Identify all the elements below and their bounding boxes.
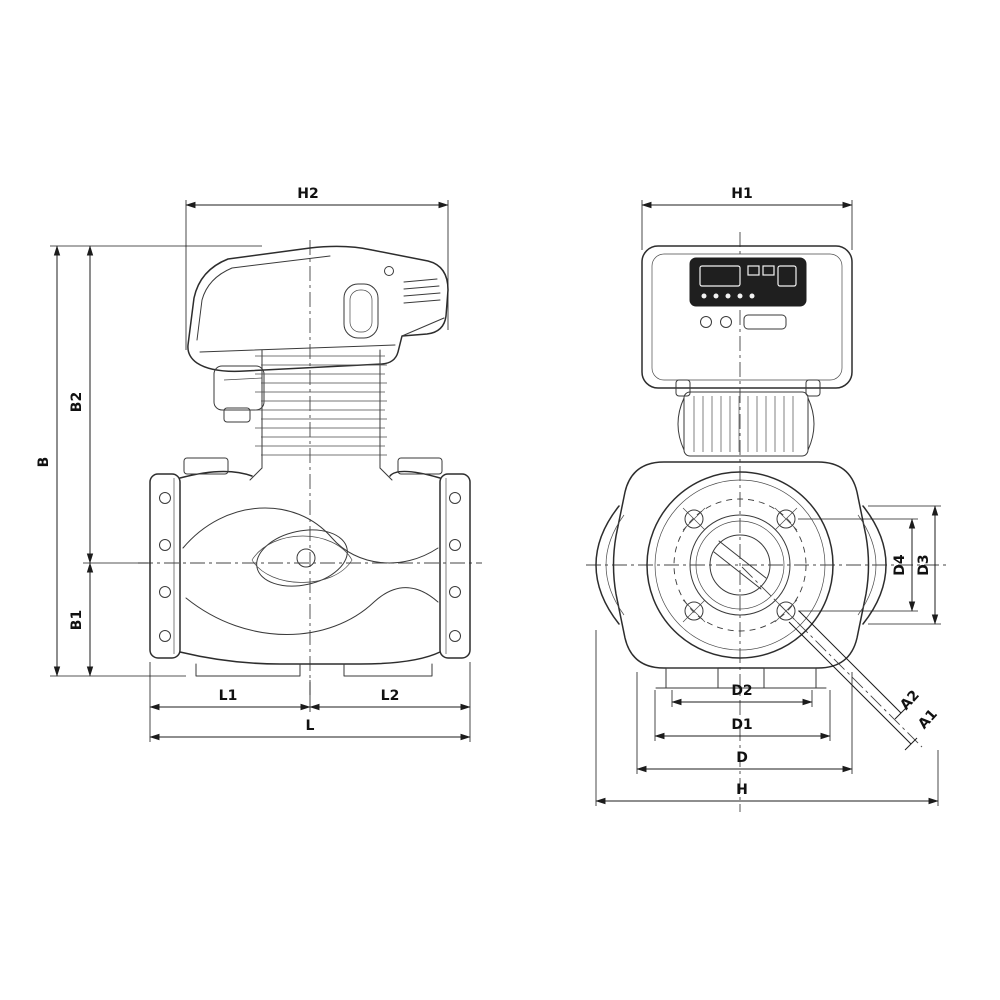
dim-h2: H2 [185,186,449,350]
dim-b: B [36,245,262,677]
foot-right [343,663,433,677]
top-port-right [397,457,443,475]
dim-label-a1: A1 [915,706,941,732]
dim-label-d4: D4 [892,554,908,576]
bolt-circle [673,498,807,632]
dim-a2-a1: A2 A1 [788,610,941,751]
lcd-display [699,265,741,287]
dim-label-l2: L2 [381,688,400,704]
control-buttons [700,314,787,330]
front-foot-left [665,667,719,689]
foot-left [195,663,301,677]
dim-label-a2: A2 [897,687,923,713]
handle-grip [343,283,379,339]
front-view: H1 D4 D3 D2 D1 D [586,186,946,812]
top-port-left [183,457,229,475]
dim-l1-l2-l: L1 L2 L [149,662,471,742]
terminal-box [213,365,265,423]
dim-label-h2: H2 [297,186,318,202]
dim-label-d: D [736,750,748,766]
front-control-box [641,245,853,397]
dim-label-b1: B1 [69,610,85,630]
volute-cutaway-curves [182,507,439,635]
dim-h1: H1 [641,186,853,250]
front-stator-fins [677,391,815,457]
dim-label-b2: B2 [69,392,85,412]
dim-d2-d1-d-h: D2 D1 D H [595,630,939,806]
box-clip-right [805,379,821,397]
side-view-centerlines [138,240,482,695]
dim-label-l1: L1 [219,688,238,704]
vent-slots [403,278,441,304]
bolt-holes [682,507,798,623]
dim-label-d1: D1 [731,717,752,733]
dim-b2-b1: B2 B1 [69,245,148,677]
side-volute-body [149,457,471,677]
box-clip-left [675,379,691,397]
flange-bolts [159,492,461,642]
right-port-pod [862,505,887,625]
side-motor-head [187,245,449,423]
dim-label-b: B [36,457,52,468]
head-screw [384,266,394,276]
shaft-bore [709,534,771,596]
side-stator-fins [249,349,393,481]
dim-label-l: L [306,718,315,734]
front-pump-housing [595,461,887,689]
dim-label-d3: D3 [916,554,932,575]
dim-label-h: H [736,782,748,798]
left-port-pod [595,505,620,625]
front-foot-right [763,667,817,689]
dim-label-h1: H1 [731,186,752,202]
side-view: H2 B B2 B1 L1 L2 L [36,186,482,742]
discharge-flange [439,473,471,659]
dim-label-d2: D2 [731,683,752,699]
dim-d4-d3: D4 D3 [798,505,941,625]
suction-flange [149,473,181,659]
display-panel [689,257,807,307]
